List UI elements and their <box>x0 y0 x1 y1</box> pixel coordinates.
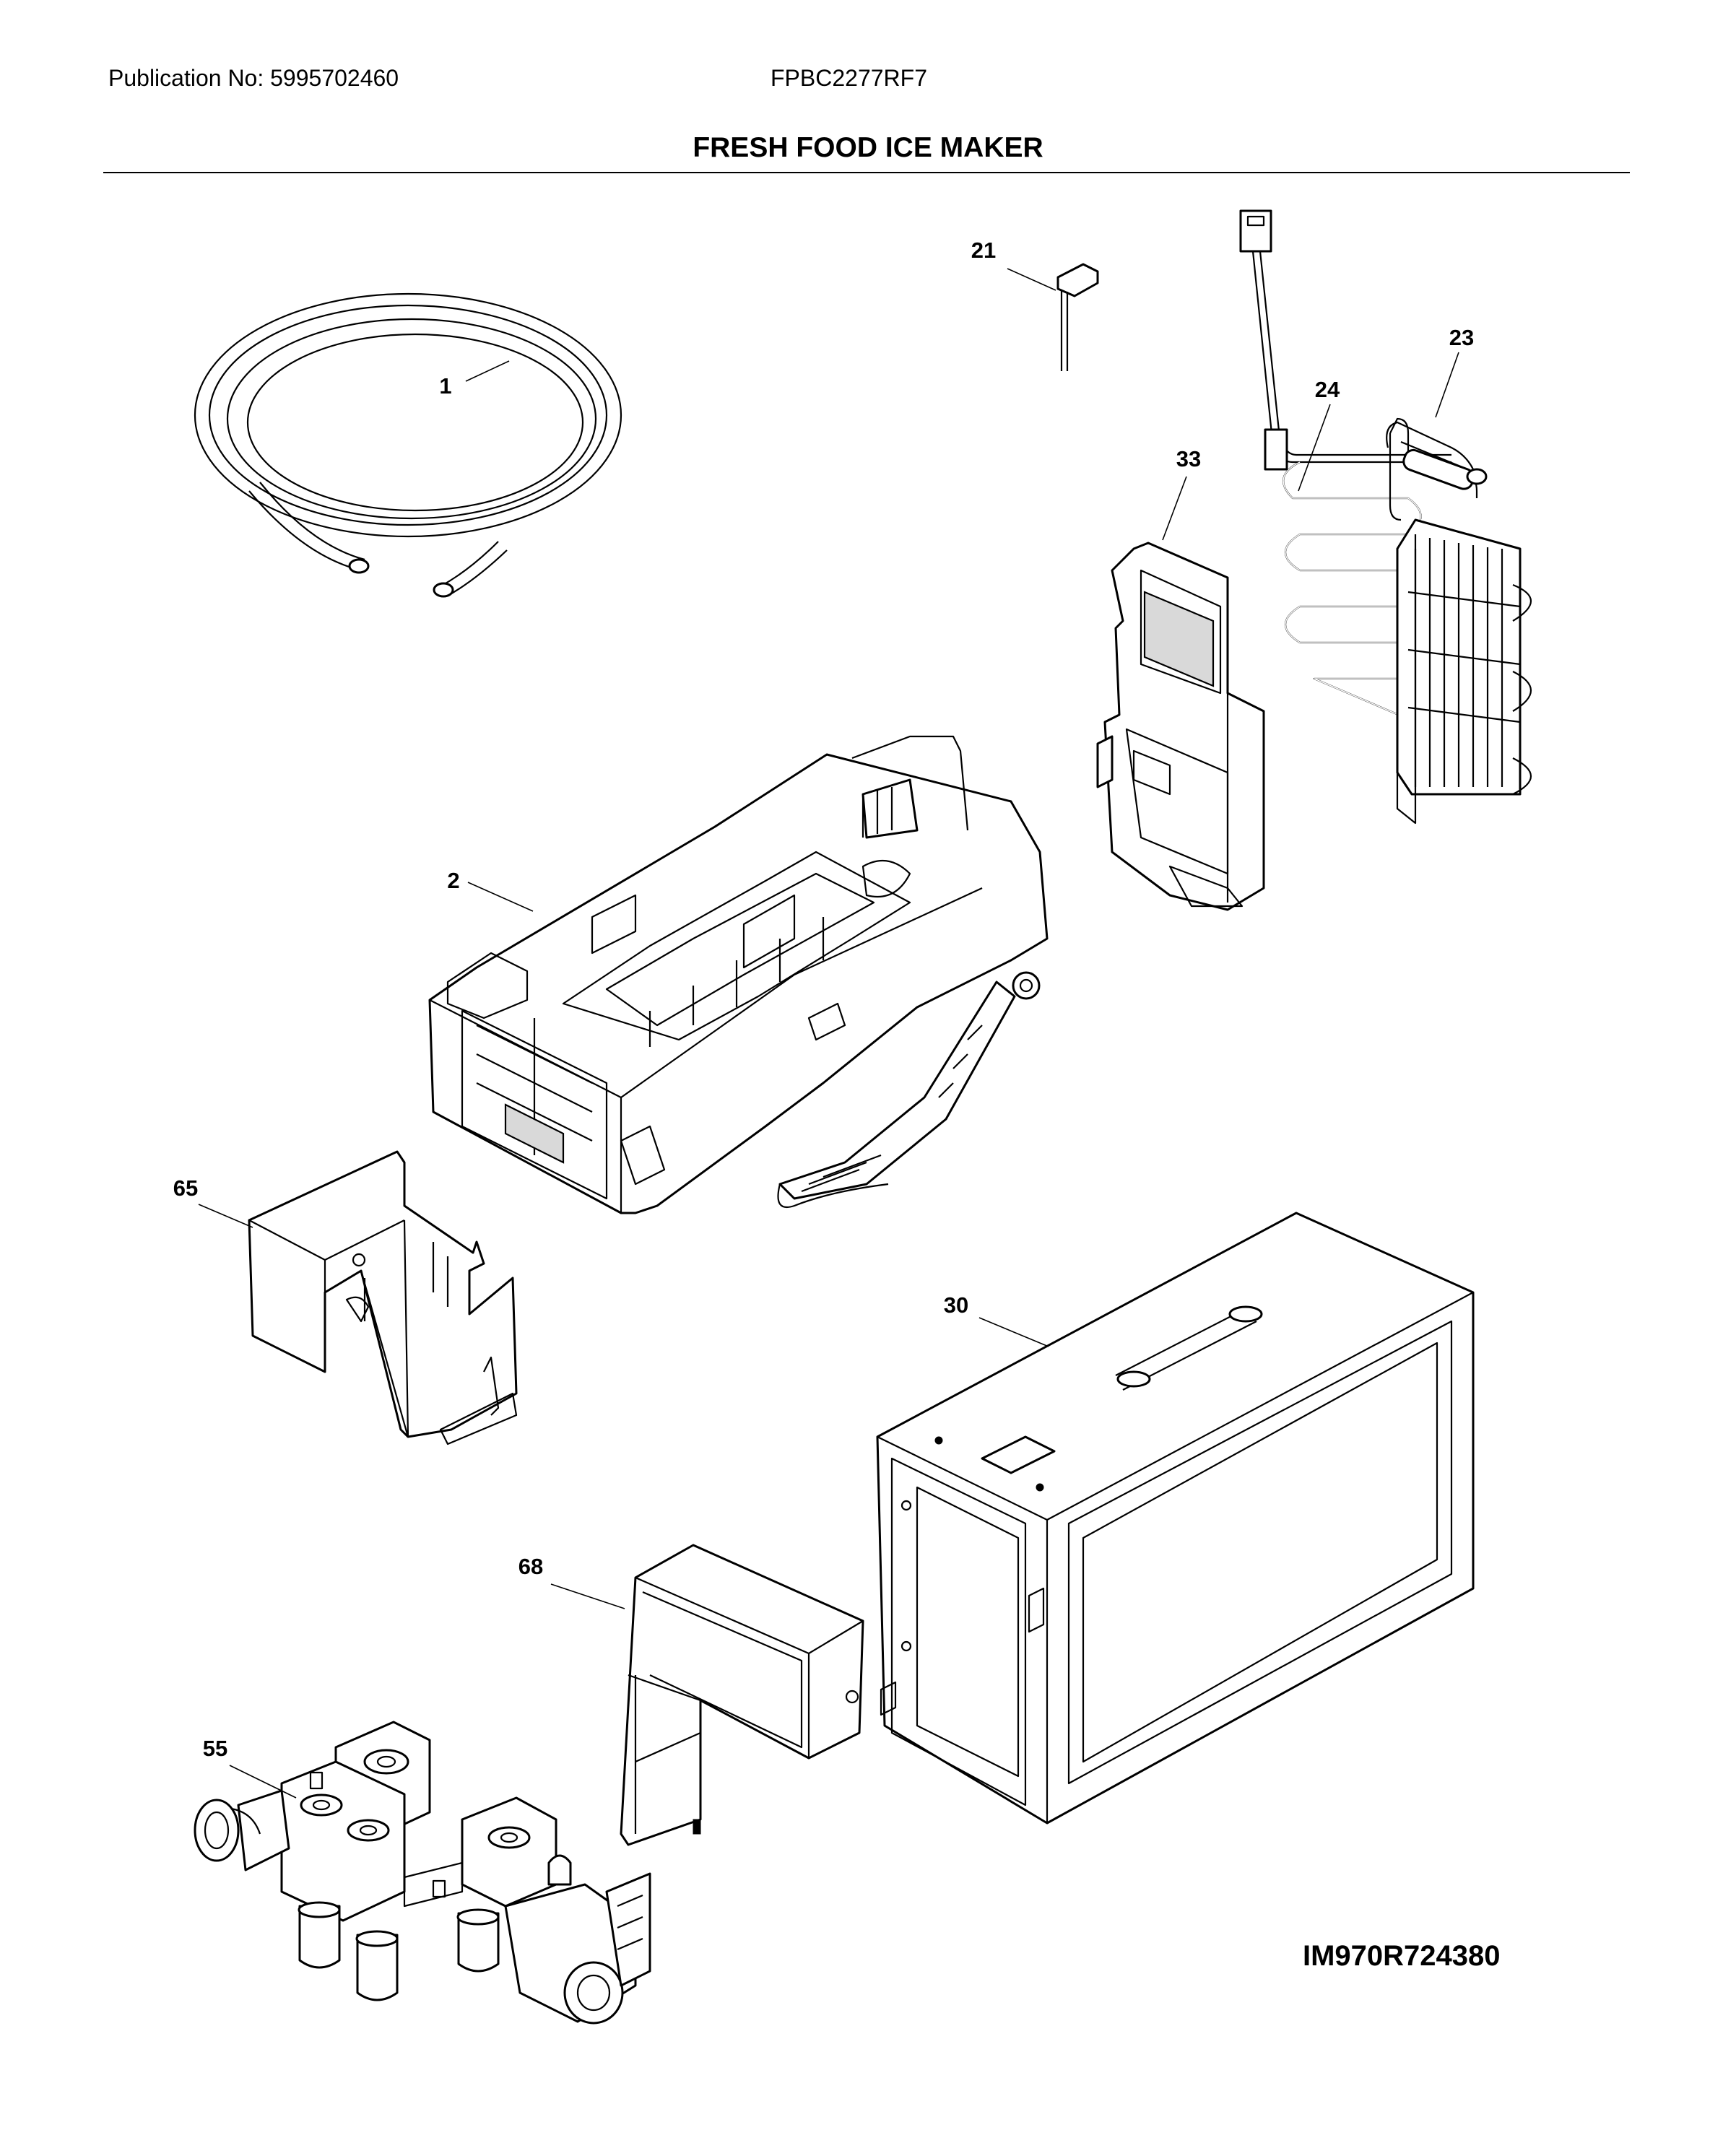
callout-33: 33 <box>1176 446 1201 471</box>
part-1-tubing-coil-icon[interactable] <box>194 292 622 598</box>
part-68-chute-cover-icon[interactable] <box>620 1544 864 1846</box>
publication-number: Publication No: 5995702460 <box>108 65 399 91</box>
page-title: FRESH FOOD ICE MAKER <box>693 132 1043 163</box>
callout-labels: 1 21 23 24 33 2 65 30 68 55 <box>173 238 1474 1761</box>
callout-1: 1 <box>439 373 451 399</box>
part-21-thermistor-icon[interactable] <box>1056 263 1099 371</box>
callout-65: 65 <box>173 1175 198 1201</box>
callout-23: 23 <box>1449 325 1474 350</box>
callout-30: 30 <box>944 1292 968 1318</box>
callout-21: 21 <box>971 238 996 263</box>
callout-68: 68 <box>518 1554 543 1579</box>
callout-24: 24 <box>1315 377 1340 402</box>
part-65-bucket-bracket-icon[interactable] <box>248 1150 518 1445</box>
part-2-ice-maker-icon[interactable] <box>428 735 1049 1214</box>
part-55-water-valve-icon[interactable] <box>194 1721 651 2025</box>
model-number: FPBC2277RF7 <box>771 65 927 91</box>
diagram-id: IM970R724380 <box>1303 1940 1501 1972</box>
part-23-evaporator-icon[interactable] <box>1386 417 1532 825</box>
callout-2: 2 <box>447 868 459 893</box>
leader-lines <box>198 268 1459 1799</box>
part-30-ice-box-icon[interactable] <box>876 1212 1475 1825</box>
title-divider <box>103 172 1630 173</box>
part-33-evaporator-cover-icon[interactable] <box>1096 542 1265 911</box>
callout-55: 55 <box>203 1736 227 1761</box>
